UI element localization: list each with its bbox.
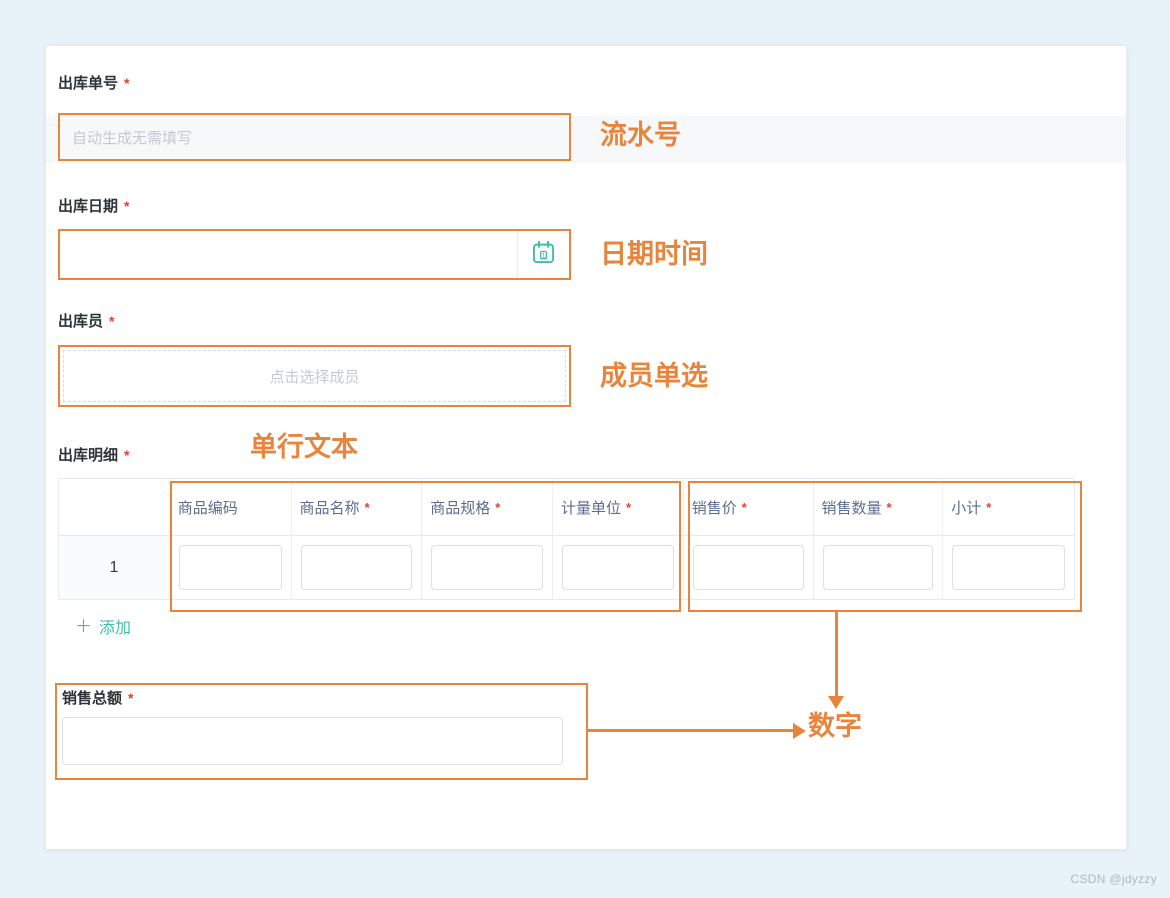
- table-cell-input[interactable]: [692, 545, 804, 590]
- date-input-text-area[interactable]: [60, 231, 517, 278]
- svg-text:1: 1: [541, 250, 545, 259]
- required-asterisk: *: [109, 313, 115, 329]
- column-header: 销售价*: [682, 479, 813, 535]
- serial-annotation-label: 流水号: [600, 120, 681, 150]
- table-cell-input[interactable]: [431, 545, 544, 590]
- table-cell: [290, 536, 422, 599]
- column-header: 商品规格*: [421, 479, 552, 535]
- column-header: 小计*: [942, 479, 1074, 535]
- member-annotation-label: 成员单选: [600, 361, 708, 391]
- required-asterisk: *: [128, 690, 134, 706]
- required-asterisk: *: [495, 499, 501, 515]
- required-asterisk: *: [741, 499, 747, 515]
- row-number-header: [59, 479, 169, 535]
- column-header: 商品编码: [168, 479, 291, 535]
- table-cell: [812, 536, 943, 599]
- table-cell-input[interactable]: [952, 545, 1066, 590]
- arrow-line-down: [835, 612, 838, 696]
- table-cell: [552, 536, 683, 599]
- total-field-label: 销售总额*: [62, 690, 134, 707]
- table-cell-input[interactable]: [178, 545, 282, 590]
- member-select-dashed-area[interactable]: 点击选择成员: [63, 350, 566, 402]
- table-cell: [421, 536, 552, 599]
- table-cell-input[interactable]: [822, 545, 934, 590]
- calendar-icon: 1: [530, 239, 557, 271]
- date-picker-button[interactable]: 1: [517, 231, 569, 278]
- detail-table-body-row: 1: [59, 536, 1074, 599]
- column-header: 商品名称*: [290, 479, 422, 535]
- table-cell: [168, 536, 291, 599]
- serial-placeholder: 自动生成无需填写: [72, 129, 193, 147]
- date-input[interactable]: 1: [58, 229, 571, 280]
- table-cell-input[interactable]: [300, 545, 413, 590]
- member-field-label: 出库员*: [58, 313, 115, 330]
- detail-table-header-row: 商品编码商品名称*商品规格*计量单位*销售价*销售数量*小计*: [59, 479, 1074, 536]
- required-asterisk: *: [124, 447, 130, 463]
- required-asterisk: *: [124, 198, 130, 214]
- watermark: CSDN @jdyzzy: [1070, 872, 1157, 886]
- number-annotation-label: 数字: [808, 711, 862, 741]
- required-asterisk: *: [364, 499, 370, 515]
- required-asterisk: *: [124, 75, 130, 91]
- table-cell: [682, 536, 813, 599]
- table-cell-input[interactable]: [562, 545, 674, 590]
- plus-icon: ＋: [75, 616, 92, 636]
- arrow-head-down-icon: [828, 696, 844, 709]
- serial-field-label: 出库单号*: [58, 75, 130, 92]
- detail-annotation-label: 单行文本: [250, 432, 358, 462]
- detail-field-label: 出库明细*: [58, 447, 130, 464]
- add-row-label: 添加: [99, 620, 132, 637]
- date-field-label: 出库日期*: [58, 198, 130, 215]
- arrow-head-right-icon: [793, 723, 806, 739]
- total-annotation-rect: [55, 683, 588, 780]
- arrow-line-right: [588, 729, 794, 732]
- serial-input[interactable]: 自动生成无需填写: [58, 113, 571, 161]
- table-cell: [942, 536, 1074, 599]
- column-header: 销售数量*: [812, 479, 943, 535]
- detail-table: 商品编码商品名称*商品规格*计量单位*销售价*销售数量*小计* 1: [58, 478, 1075, 600]
- total-input[interactable]: [62, 717, 563, 765]
- column-header: 计量单位*: [552, 479, 683, 535]
- required-asterisk: *: [986, 499, 992, 515]
- member-select[interactable]: 点击选择成员: [58, 345, 571, 407]
- required-asterisk: *: [626, 499, 632, 515]
- date-annotation-label: 日期时间: [600, 239, 708, 269]
- required-asterisk: *: [886, 499, 892, 515]
- member-placeholder: 点击选择成员: [269, 368, 360, 386]
- add-row-button[interactable]: ＋ 添加: [75, 614, 131, 638]
- row-number-cell: 1: [59, 536, 169, 599]
